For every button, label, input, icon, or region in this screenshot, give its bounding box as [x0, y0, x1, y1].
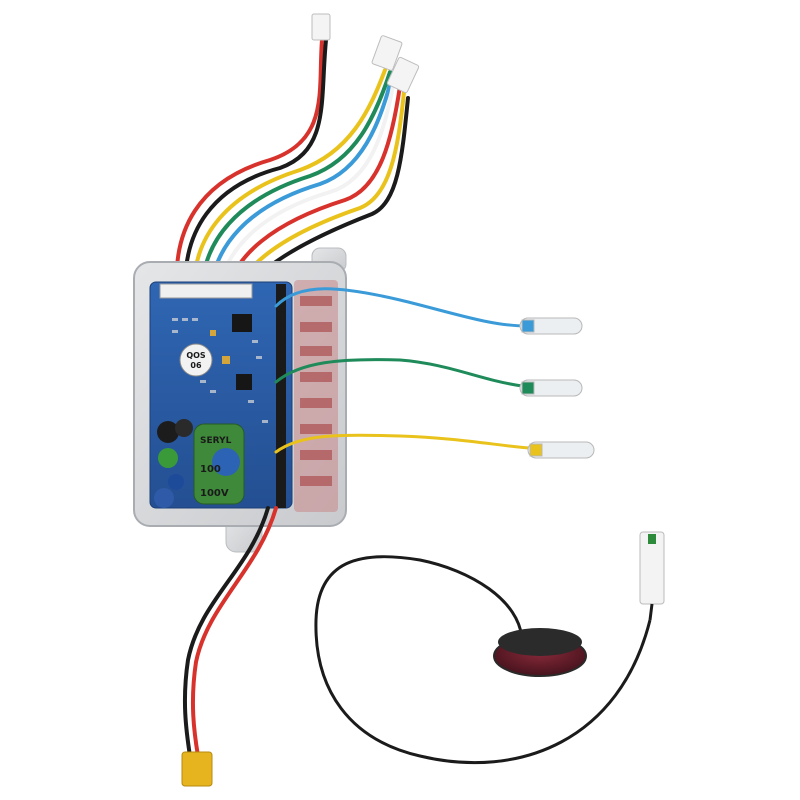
- power-cable-xt60: [182, 506, 278, 758]
- chip-label-1: QOS: [186, 351, 206, 360]
- controller-board: QOS 06 SERYL 100 100V: [133, 247, 347, 553]
- tail-light: [314, 531, 665, 765]
- capacitor-rating-alt: 100: [200, 464, 221, 475]
- signal-connectors: [311, 13, 420, 94]
- chip-label-2: 06: [190, 361, 202, 370]
- chip-label: QOS 06: [179, 343, 213, 377]
- phase-connectors: [519, 317, 595, 459]
- signal-wire-harness: [174, 38, 410, 300]
- xt60-connector-icon: [181, 751, 213, 787]
- motor-phase-wires: [274, 287, 532, 454]
- capacitor-brand: SERYL: [200, 436, 232, 446]
- capacitor: SERYL 100 100V: [193, 423, 245, 505]
- capacitor-rating: 100V: [200, 488, 229, 499]
